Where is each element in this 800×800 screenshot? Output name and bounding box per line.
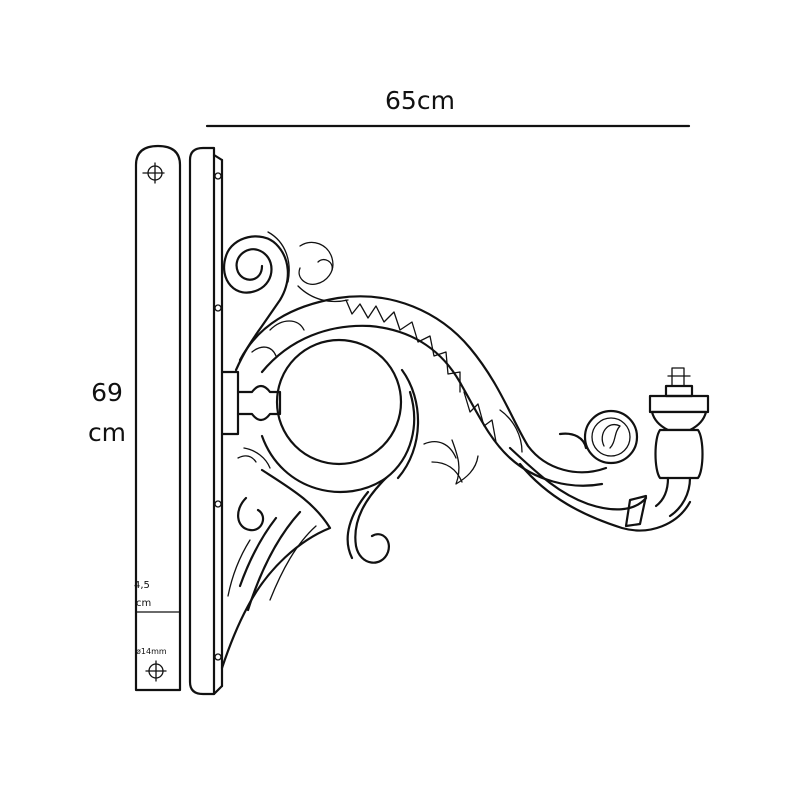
back-plate-side-view xyxy=(134,144,182,692)
plate-width-value: 4,5 xyxy=(134,580,150,591)
overall-height-value: 69 xyxy=(91,378,123,407)
overall-height-unit: cm xyxy=(87,418,127,447)
ornamental-bracket xyxy=(220,231,710,670)
wall-plate xyxy=(188,146,224,696)
plate-width-unit: cm xyxy=(136,598,152,609)
mounting-hole-label: ø14mm xyxy=(136,647,167,656)
overall-width-label: 65cm xyxy=(385,86,455,115)
